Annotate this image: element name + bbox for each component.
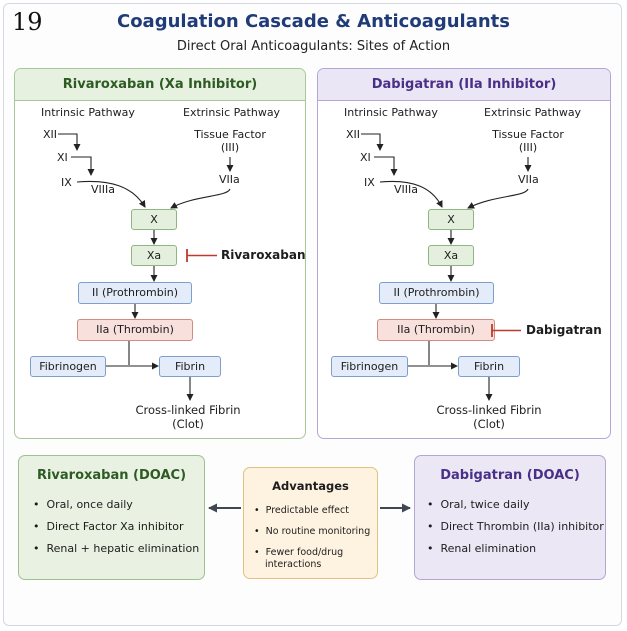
rivaroxaban-summary-item: • Oral, once daily (33, 498, 133, 511)
page-subtitle: Direct Oral Anticoagulants: Sites of Act… (176, 39, 451, 54)
factor-ix: IX (364, 176, 375, 189)
factor-ix: IX (61, 176, 72, 189)
rivaroxaban-summary-item: • Renal + hepatic elimination (33, 542, 200, 555)
extrinsic-pathway-label: Extrinsic Pathway (183, 106, 281, 119)
thrombin-node: IIa (Thrombin) (377, 319, 495, 341)
tissue-factor-code: (III) (220, 141, 240, 154)
rivaroxaban-panel: Rivaroxaban (Xa Inhibitor) Intrinsic Pat… (14, 68, 306, 439)
advantages-item: • No routine monitoring (254, 526, 371, 537)
rivaroxaban-cascade-arrows (58, 133, 234, 401)
dabigatran-panel: Dabigatran (IIa Inhibitor) Intrinsic Pat… (317, 68, 611, 439)
clot-label: (Clot) (473, 417, 505, 431)
factor-xi: XI (360, 151, 371, 164)
factor-x-node: X (131, 209, 177, 230)
factor-xii: XII (43, 128, 58, 141)
advantages-title: Advantages (272, 479, 349, 493)
rivaroxaban-panel-heading: Rivaroxaban (Xa Inhibitor) (15, 69, 305, 101)
prothrombin-node: II (Prothrombin) (78, 282, 192, 304)
dabigatran-cascade-arrows (361, 133, 532, 401)
fibrinogen-node: Fibrinogen (30, 356, 106, 377)
factor-xi: XI (57, 151, 68, 164)
advantages-item: • Predictable effect (254, 505, 349, 516)
factor-xa-node: Xa (428, 245, 474, 266)
tissue-factor-code: (III) (518, 141, 538, 154)
factor-xa-node: Xa (131, 245, 177, 266)
dabigatran-summary-item: • Oral, twice daily (427, 498, 530, 511)
factor-viiia: VIIIa (91, 183, 115, 196)
dabigatran-summary-title: Dabigatran (DOAC) (440, 468, 580, 483)
dabigatran-panel-heading: Dabigatran (IIa Inhibitor) (318, 69, 610, 101)
tissue-factor: Tissue Factor (194, 128, 266, 141)
rivaroxaban-summary-title: Rivaroxaban (DOAC) (36, 468, 187, 483)
cross-linked-fibrin-label: Cross-linked Fibrin (436, 403, 542, 417)
advantages-item-continued: interactions (265, 559, 322, 570)
advantages-item: • Fewer food/drug (254, 547, 344, 558)
fibrin-node: Fibrin (458, 356, 520, 377)
intrinsic-pathway-label: Intrinsic Pathway (41, 106, 135, 119)
clot-label: (Clot) (172, 417, 204, 431)
rivaroxaban-summary-box: Rivaroxaban (DOAC) • Oral, once daily • … (18, 455, 205, 580)
tissue-factor: Tissue Factor (492, 128, 564, 141)
page-title: Coagulation Cascade & Anticoagulants (116, 11, 511, 32)
dabigatran-summary-box: Dabigatran (DOAC) • Oral, twice daily • … (414, 455, 606, 580)
intrinsic-pathway-label: Intrinsic Pathway (344, 106, 438, 119)
factor-viia: VIIa (219, 173, 240, 186)
page-number: 19 (12, 8, 43, 36)
factor-viia: VIIa (518, 173, 539, 186)
dabigatran-summary-item: • Renal elimination (427, 542, 537, 555)
rivaroxaban-summary-item: • Direct Factor Xa inhibitor (33, 520, 184, 533)
cross-linked-fibrin-label: Cross-linked Fibrin (135, 403, 241, 417)
dabigatran-inhibitor-label: Dabigatran (526, 323, 602, 337)
rivaroxaban-inhibitor-label: Rivaroxaban (221, 248, 306, 262)
extrinsic-pathway-label: Extrinsic Pathway (484, 106, 582, 119)
thrombin-node: IIa (Thrombin) (77, 319, 193, 341)
factor-xii: XII (346, 128, 361, 141)
factor-viiia: VIIIa (394, 183, 418, 196)
fibrinogen-node: Fibrinogen (331, 356, 408, 377)
fibrin-node: Fibrin (159, 356, 221, 377)
factor-x-node: X (428, 209, 474, 230)
prothrombin-node: II (Prothrombin) (379, 282, 494, 304)
advantages-box: Advantages • Predictable effect • No rou… (243, 467, 378, 579)
dabigatran-summary-item: • Direct Thrombin (IIa) inhibitor (427, 520, 604, 533)
